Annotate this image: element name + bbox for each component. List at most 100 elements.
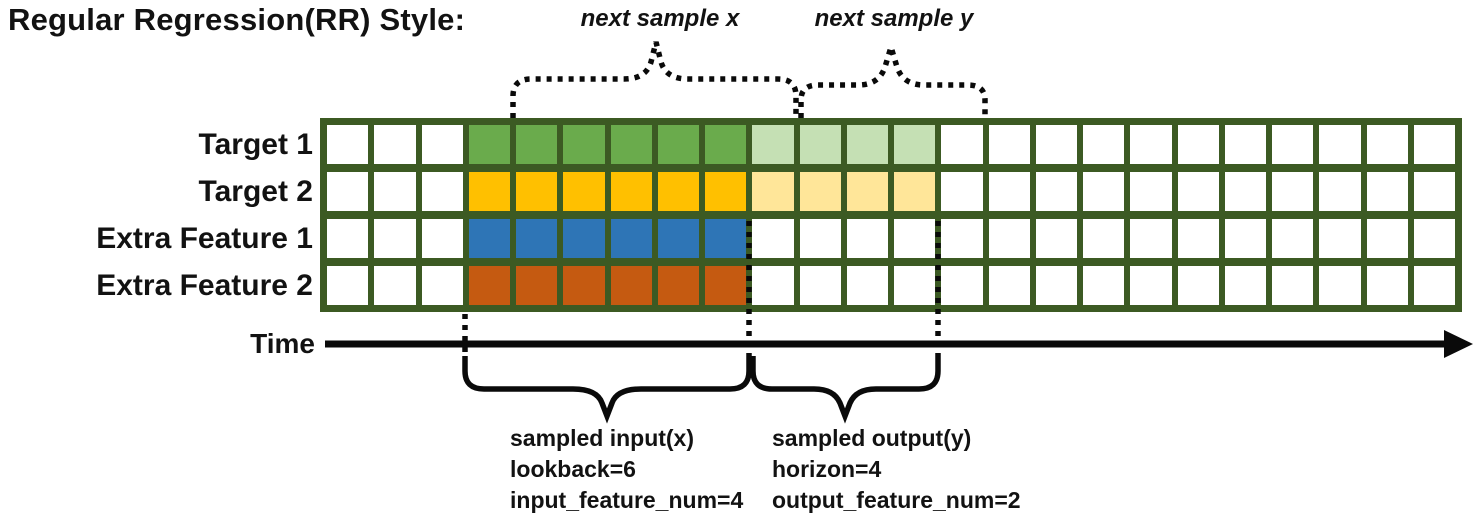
row-label-extra-feature-1: Extra Feature 1: [96, 222, 313, 255]
sampled-input-info: sampled input(x) lookback=6 input_featur…: [510, 423, 743, 516]
grid-cell: [468, 266, 510, 305]
grid-cell: [705, 125, 747, 164]
grid-cell: [1177, 172, 1219, 211]
grid-cell: [752, 172, 794, 211]
grid-cell: [894, 219, 936, 258]
grid-cell: [1035, 266, 1077, 305]
grid-cell: [799, 219, 841, 258]
grid-cell: [988, 266, 1030, 305]
grid-cell: [894, 266, 936, 305]
grid-cell: [516, 266, 558, 305]
grid-cell: [1083, 266, 1125, 305]
grid-cell: [1035, 125, 1077, 164]
grid-cell: [374, 125, 416, 164]
grid-cell: [705, 172, 747, 211]
grid-cell: [799, 125, 841, 164]
grid-cell: [1130, 266, 1172, 305]
grid-cell: [563, 219, 605, 258]
grid-cell: [563, 125, 605, 164]
grid-cell: [1035, 172, 1077, 211]
diagram-title: Regular Regression(RR) Style:: [8, 2, 466, 37]
grid-cell: [1319, 125, 1361, 164]
sampled-output-info: sampled output(y) horizon=4 output_featu…: [772, 423, 1021, 516]
grid-cell: [1272, 125, 1314, 164]
grid-cell: [657, 219, 699, 258]
grid-cell: [610, 266, 652, 305]
grid-cell: [1177, 266, 1219, 305]
grid-cell: [610, 219, 652, 258]
next-sample-y-label: next sample y: [814, 5, 974, 32]
grid-cell: [1130, 172, 1172, 211]
sampled-output-title: sampled output(y): [772, 425, 972, 451]
grid-cell: [516, 125, 558, 164]
grid-cell: [752, 219, 794, 258]
grid-cell: [1366, 219, 1408, 258]
grid-cell: [1130, 125, 1172, 164]
row-label-target-2: Target 2: [198, 175, 313, 208]
sampled-input-brace: [462, 356, 752, 424]
grid-cell: [1366, 266, 1408, 305]
grid-cell: [1083, 125, 1125, 164]
grid-cell: [374, 219, 416, 258]
grid-cell: [1272, 219, 1314, 258]
grid-cell: [327, 125, 369, 164]
grid-cell: [941, 266, 983, 305]
input-feature-num-value: input_feature_num=4: [510, 487, 744, 513]
grid-cell: [374, 172, 416, 211]
lookback-value: lookback=6: [510, 456, 636, 482]
grid-cell: [1319, 219, 1361, 258]
grid-cell: [1366, 125, 1408, 164]
time-axis-label: Time: [250, 328, 315, 359]
grid-cell: [1130, 219, 1172, 258]
grid-cell: [327, 266, 369, 305]
grid-cell: [374, 266, 416, 305]
grid-cell: [610, 125, 652, 164]
sampled-input-title: sampled input(x): [510, 425, 695, 451]
row-label-extra-feature-2: Extra Feature 2: [96, 269, 313, 302]
grid-cell: [327, 172, 369, 211]
grid-cell: [988, 219, 1030, 258]
grid-cell: [1224, 125, 1266, 164]
next-sample-y-brace: [798, 37, 988, 118]
grid-cell: [468, 219, 510, 258]
grid-cell: [657, 125, 699, 164]
grid-cell: [421, 219, 463, 258]
grid-cell: [1272, 266, 1314, 305]
grid-cell: [1083, 172, 1125, 211]
horizon-value: horizon=4: [772, 456, 882, 482]
grid-cell: [421, 266, 463, 305]
sample-grid: [320, 118, 1462, 312]
grid-cell: [468, 172, 510, 211]
grid-cell: [941, 172, 983, 211]
output-feature-num-value: output_feature_num=2: [772, 487, 1021, 513]
grid-cell: [1083, 219, 1125, 258]
grid-cell: [894, 172, 936, 211]
grid-cell: [610, 172, 652, 211]
sampled-output-brace: [750, 356, 941, 424]
grid-cell: [1224, 219, 1266, 258]
grid-cell: [563, 172, 605, 211]
grid-cell: [1366, 172, 1408, 211]
grid-cell: [799, 172, 841, 211]
grid-cell: [846, 125, 888, 164]
grid-cell: [941, 219, 983, 258]
grid-cell: [657, 266, 699, 305]
grid-cell: [705, 219, 747, 258]
grid-cell: [941, 125, 983, 164]
grid-cell: [1413, 266, 1455, 305]
grid-cell: [1319, 266, 1361, 305]
grid-cell: [1035, 219, 1077, 258]
grid-cell: [1319, 172, 1361, 211]
grid-cell: [1272, 172, 1314, 211]
grid-cell: [846, 172, 888, 211]
grid-cell: [421, 172, 463, 211]
grid-cell: [516, 172, 558, 211]
grid-cell: [1177, 219, 1219, 258]
grid-cell: [1224, 266, 1266, 305]
grid-cell: [516, 219, 558, 258]
grid-cell: [468, 125, 510, 164]
grid-cell: [894, 125, 936, 164]
grid-cell: [657, 172, 699, 211]
grid-cell: [705, 266, 747, 305]
